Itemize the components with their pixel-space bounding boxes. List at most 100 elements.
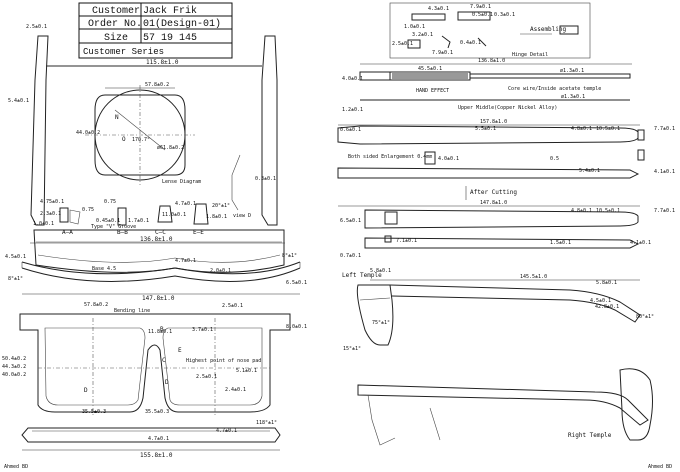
front-view: 115.8±1.0 2.5±0.1 5.4±0.1 57.8±0.2 44.0±… [8, 24, 285, 273]
detail-e-label: E [178, 347, 182, 354]
core-phi2: ø1.3±0.1 [561, 94, 585, 100]
center-dim-b: 2.0±0.1 [210, 268, 231, 274]
view-d-label: view D [233, 213, 251, 219]
temple-overall: 157.8±1.0 [480, 119, 507, 125]
title-customer-label: Customer [92, 6, 140, 17]
section-aa-label: A—A [62, 229, 73, 236]
center-dim-a: 4.7±0.1 [175, 258, 196, 264]
svg-text:2.5±0.1: 2.5±0.1 [392, 41, 413, 47]
section-cc: 4.7±0.1 11.0±0.1 C—C [155, 201, 196, 236]
svg-text:2.3±0.1: 2.3±0.1 [40, 211, 61, 217]
svg-text:11.0±0.1: 11.0±0.1 [162, 212, 186, 218]
temple-d1: 5.5±0.1 [475, 126, 496, 132]
section-ee: 20°±1° 1.8±0.1 E—E [193, 203, 230, 236]
right-temple-label: Right Temple [568, 432, 612, 439]
left-angle2: 15°±1° [343, 346, 361, 352]
enlarge-note-1: Both sided Enlargement 0.4mm [348, 154, 432, 160]
cut-d3: 10.5±0.1 [596, 208, 620, 214]
detail-d6: 5.1±0.1 [236, 368, 257, 374]
cut-d1: 6.5±0.1 [340, 218, 361, 224]
lens-diag-dim: ø61.8±0.2 [157, 145, 184, 151]
detail-side2: 4.7±0.1 [216, 428, 237, 434]
detail-d7: 2.4±0.1 [225, 387, 246, 393]
tip-dim: 1.2±0.1 [342, 107, 363, 113]
detail-d-marker: D [84, 387, 88, 394]
cut-d2: 4.8±0.1 [571, 208, 592, 214]
groove-note: Type "V" Groove [91, 224, 136, 230]
svg-text:7.9±0.1: 7.9±0.1 [470, 4, 491, 10]
svg-text:3.2±0.1: 3.2±0.1 [412, 32, 433, 38]
left-overall: 145.5±1.0 [520, 274, 547, 280]
temple-d8: 0.5 [550, 156, 559, 162]
lens-width-dim: 57.8±0.2 [145, 82, 169, 88]
left-angle3: 80°±1° [636, 314, 654, 320]
detail-d3: 2.5±0.1 [222, 303, 243, 309]
tip-label: Upper Middle(Copper Nickel Alloy) [458, 105, 557, 111]
top-left-dim-a: 4.5±0.1 [5, 254, 26, 260]
svg-text:1.7±0.1: 1.7±0.1 [128, 218, 149, 224]
temple-cut: 147.8±1.0 6.5±0.1 4.8±0.1 10.5±0.1 7.7±0… [338, 200, 675, 259]
top-left-dim-b: 8°±1° [8, 276, 23, 282]
detail-b-label: B [160, 326, 164, 333]
left-d4: 4.5±0.1 [590, 298, 611, 304]
temple-d3: 10.5±0.1 [596, 126, 620, 132]
hand-effect-label: HAND EFFECT [416, 88, 449, 94]
temple-left-d: 0.6±0.1 [340, 127, 361, 133]
svg-text:0.45±0.1: 0.45±0.1 [96, 218, 120, 224]
bending-line-label: Bending line [114, 308, 150, 314]
title-block: Customer Jack Frik Order No. 01(Design-0… [78, 2, 233, 59]
temple-d4: 7.7±0.1 [654, 126, 675, 132]
after-cutting-label: After Cutting [470, 189, 517, 196]
o-label: O [122, 136, 126, 143]
base-label: Base 4.5 [92, 266, 116, 272]
detail-angle2: 118°±1° [256, 420, 277, 426]
section-bb: 0.75 1.7±0.1 0.45±0.1 B—B [96, 199, 149, 236]
lens-diagram-label: Lense Diagram [162, 179, 201, 185]
svg-text:1.8±0.1: 1.8±0.1 [206, 214, 227, 220]
cut-overall: 147.8±1.0 [480, 200, 507, 206]
detail-lens-w: 57.8±0.2 [84, 302, 108, 308]
cut-d6: 0.7±0.1 [340, 253, 361, 259]
svg-text:4.3±0.1: 4.3±0.1 [428, 6, 449, 12]
svg-text:20°±1°: 20°±1° [212, 203, 230, 209]
cut-d8: 1.5±0.1 [550, 240, 571, 246]
top-right-dim: 6.5±0.1 [286, 280, 307, 286]
left-temple-dim: 5.4±0.1 [8, 98, 29, 104]
core-wire-label: Core wire/Inside acetate temple [508, 86, 601, 92]
footer-right: Ahmed BD [648, 464, 672, 470]
left-angle1: 75°±1° [372, 320, 390, 326]
footer-left: Ahmed BD [4, 464, 28, 470]
svg-text:0.75: 0.75 [104, 199, 116, 205]
left-d1: 5.8±0.1 [370, 268, 391, 274]
detail-d4: 8.0±0.1 [286, 324, 307, 330]
cut-d7: 4.1±0.1 [630, 240, 651, 246]
section-bb-label: B—B [117, 229, 128, 236]
cut-d4: 7.7±0.1 [654, 208, 675, 214]
section-aa: 4.75±0.1 2.3±0.1 1.0±0.1 0.75 A—A Type "… [33, 199, 136, 236]
core-overall: 136.8±1.0 [478, 58, 505, 64]
top-width-dim: 115.8±1.0 [146, 59, 179, 66]
hinge-detail: 4.3±0.1 7.9±0.1 0.5±0.1 0.3±0.1 1.0±0.1 … [389, 2, 591, 59]
svg-text:1.0±0.1: 1.0±0.1 [33, 221, 54, 227]
temple-d2: 4.8±0.1 [571, 126, 592, 132]
detail-d-label: D [165, 379, 169, 386]
temple-top: 157.8±1.0 0.6±0.1 5.5±0.1 4.8±0.1 10.5±0… [337, 119, 675, 200]
core-wire: 136.8±1.0 45.5±0.1 4.0±0.1 HAND EFFECT ø… [342, 58, 632, 113]
detail-d2: 3.7±0.1 [192, 327, 213, 333]
top-left-dim: 2.5±0.1 [26, 24, 47, 30]
temple-d7: 4.1±0.1 [654, 169, 675, 175]
top-overall-dim: 136.8±1.0 [140, 236, 173, 243]
top-right-angle: 8°±1° [282, 253, 297, 259]
core-d1: 4.0±0.1 [342, 76, 363, 82]
right-dim: 0.3±0.1 [255, 176, 276, 182]
n-label: N [115, 114, 119, 121]
detail-height1: 50.4±0.2 [2, 356, 26, 362]
detail-side1: 4.7±0.1 [148, 436, 169, 442]
detail-height2: 44.3±0.2 [2, 364, 26, 370]
angle-dim: 170.7° [132, 137, 150, 143]
detail-bottom2: 35.5±0.3 [145, 409, 169, 415]
nose-pad-note: Highest point of nose pad [186, 358, 261, 364]
core-phi1: ø1.3±0.1 [560, 68, 584, 74]
svg-text:7.9±0.1: 7.9±0.1 [432, 50, 453, 56]
